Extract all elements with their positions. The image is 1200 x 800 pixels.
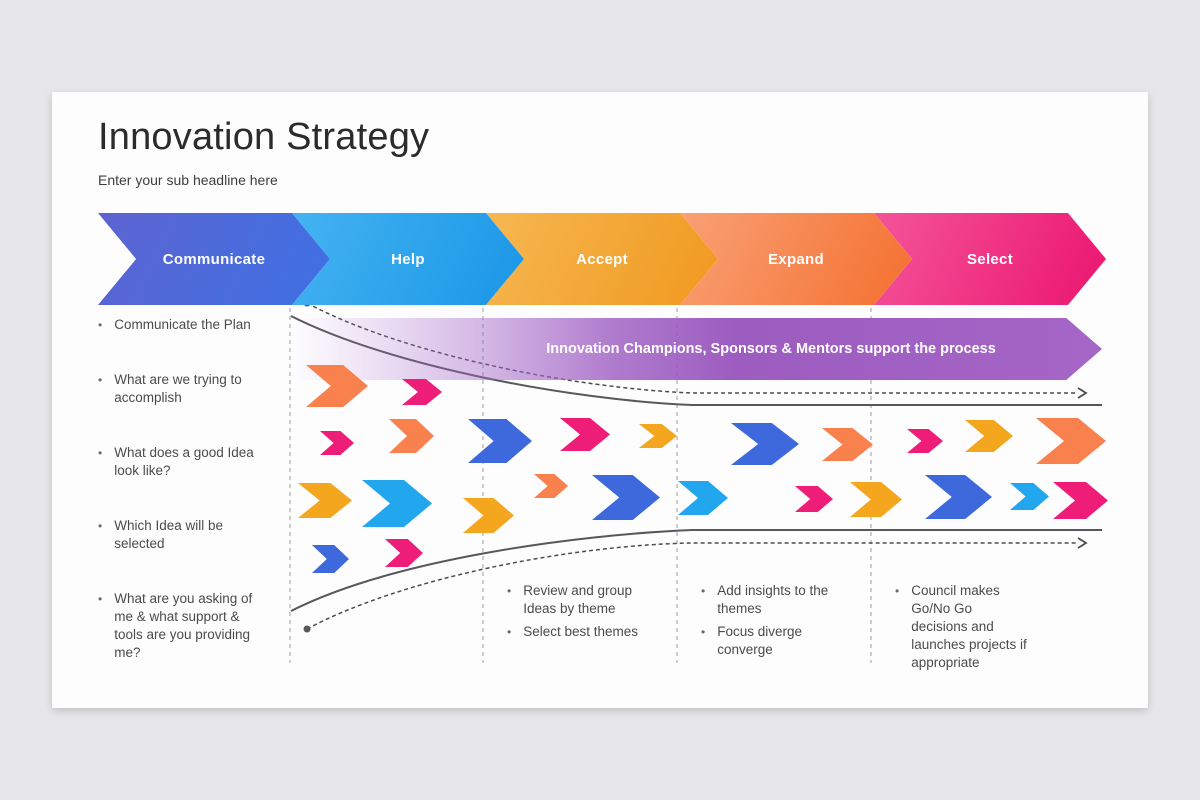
list-item: • Add insights to the themes	[701, 582, 841, 618]
bullet-icon: •	[98, 373, 103, 387]
stage-label: Help	[391, 250, 425, 268]
stage-label: Accept	[576, 250, 628, 268]
stage-chevron-expand: Expand	[680, 213, 912, 305]
list-item-text: What does a good Idea look like?	[114, 445, 254, 478]
stage-note-column: • Council makes Go/No Go decisions and la…	[895, 582, 1029, 672]
stage-note-column: • Add insights to the themes • Focus diverg…	[701, 582, 841, 659]
bullet-icon: •	[701, 584, 706, 598]
list-item: • What are you asking of me & what suppor…	[98, 590, 266, 662]
list-item-text: Communicate the Plan	[114, 317, 251, 332]
page-subtitle: Enter your sub headline here	[98, 172, 278, 188]
stage-note-column: • Review and group Ideas by theme • Select …	[507, 582, 655, 641]
list-item: • Review and group Ideas by theme	[507, 582, 655, 618]
list-item: • Council makes Go/No Go decisions and la…	[895, 582, 1029, 672]
list-item-text: What are you asking of me & what support…	[114, 591, 253, 660]
list-item-text: Which Idea will be selected	[114, 518, 224, 551]
bullet-icon: •	[98, 318, 103, 332]
top-dashed-arrowhead	[1077, 387, 1088, 399]
funnel-bottom-solid-line	[290, 529, 1102, 612]
support-banner-label: Innovation Champions, Sponsors & Mentors…	[546, 341, 996, 357]
bottom-curve-dot	[303, 625, 311, 633]
left-notes-list: • Communicate the Plan • What are we trying…	[98, 316, 266, 662]
stage-chevron-communicate: Communicate	[98, 213, 330, 305]
list-item-text: Council makes Go/No Go decisions and lau…	[911, 583, 1027, 670]
funnel-bottom-dashed-line	[306, 542, 1078, 630]
bullet-icon: •	[507, 584, 512, 598]
stage-chevron-select: Select	[874, 213, 1106, 305]
list-item: • Focus diverge converge	[701, 623, 841, 659]
list-item: • Communicate the Plan	[98, 316, 266, 334]
list-item-text: Add insights to the themes	[717, 583, 829, 616]
list-item: • What are we trying to accomplish	[98, 371, 266, 407]
page-title: Innovation Strategy	[98, 116, 430, 158]
stage-banner-row: Communicate Help Accept Expand Select	[98, 213, 1108, 305]
list-item: • Select best themes	[507, 623, 655, 641]
bullet-icon: •	[895, 584, 900, 598]
list-item-text: Review and group Ideas by theme	[523, 583, 633, 616]
stage-label: Select	[967, 250, 1013, 268]
list-item-text: Focus diverge converge	[717, 624, 802, 657]
list-item: • What does a good Idea look like?	[98, 444, 266, 480]
list-item-text: What are we trying to accomplish	[114, 372, 242, 405]
list-item-text: Select best themes	[523, 624, 639, 639]
bullet-icon: •	[98, 519, 103, 533]
list-item: • Which Idea will be selected	[98, 517, 266, 553]
stage-label: Expand	[768, 250, 824, 268]
bullet-icon: •	[701, 625, 706, 639]
stage-chevron-help: Help	[292, 213, 524, 305]
bullet-icon: •	[98, 446, 103, 460]
stage-chevron-accept: Accept	[486, 213, 718, 305]
support-banner: Innovation Champions, Sponsors & Mentors…	[290, 318, 1102, 380]
slide-card: Innovation Strategy Enter your sub headl…	[52, 92, 1148, 708]
bullet-icon: •	[98, 592, 103, 606]
stage-label: Communicate	[162, 250, 266, 268]
bullet-icon: •	[507, 625, 512, 639]
bottom-dashed-arrowhead	[1077, 537, 1088, 549]
